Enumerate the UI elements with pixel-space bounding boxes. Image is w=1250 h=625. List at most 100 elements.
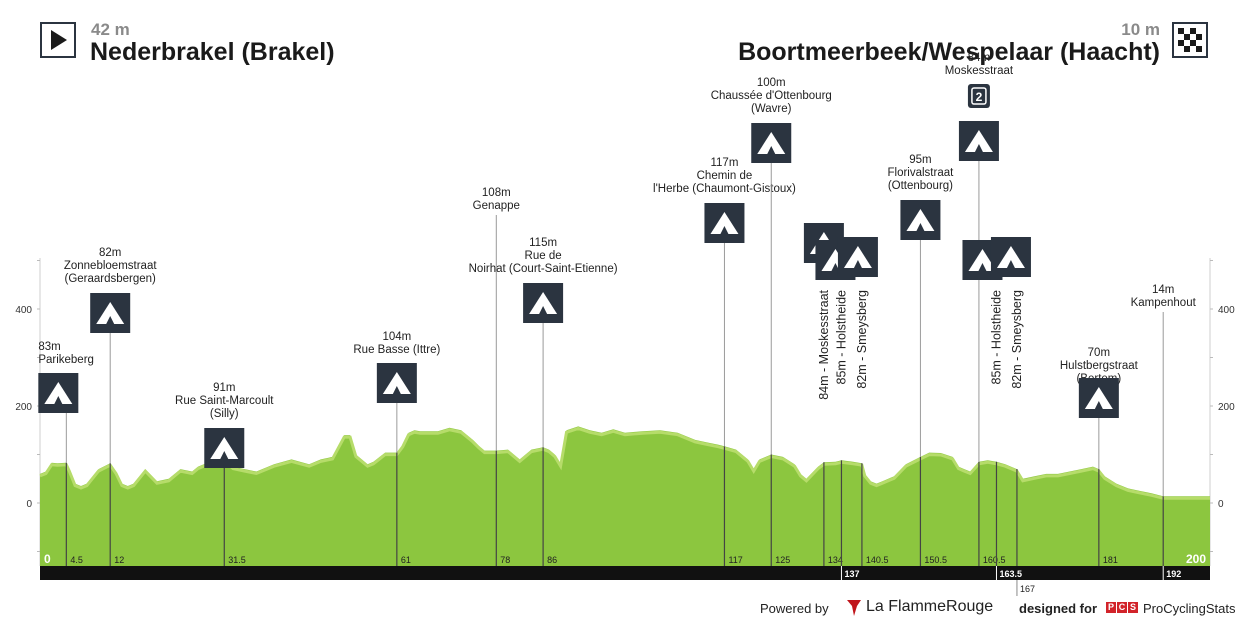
elevation-profile-highlight xyxy=(39,426,1210,500)
climb-icon-peak-notch xyxy=(853,260,862,268)
start-elevation: 42 m xyxy=(91,20,130,39)
km-marker-label: 150.5 xyxy=(924,555,947,565)
distance-start-label: 0 xyxy=(44,552,51,566)
vertical-climb-label: 84m - Moskesstraat xyxy=(817,289,831,399)
vertical-climb-label: 85m - Holstheide xyxy=(834,290,848,385)
climb-icon-peak-notch xyxy=(1006,260,1015,268)
pcs-logo-letter: P xyxy=(1106,602,1116,613)
km-marker-label: 86 xyxy=(547,555,557,565)
climb-name-label: Moskesstraat xyxy=(945,65,1014,77)
climb-elevation-label: 104m xyxy=(382,331,411,343)
km-marker-label: 181 xyxy=(1103,555,1118,565)
climb-icon-peak-notch xyxy=(720,226,729,234)
category-badge-frame xyxy=(971,87,987,105)
finish-flag-icon xyxy=(1172,22,1208,58)
climb-icon-peak-notch xyxy=(54,396,63,404)
climb-elevation-label: 83m xyxy=(38,341,60,353)
y-tick-label-left: 200 xyxy=(15,402,32,413)
start-play-icon xyxy=(40,22,76,58)
climb-icon-peak xyxy=(210,437,239,459)
climb-icon-peak-notch xyxy=(831,263,840,271)
climb-icon-peak xyxy=(843,246,872,268)
km-marker-label: 163.5 xyxy=(999,569,1022,579)
pcs-logo-letter: C xyxy=(1117,602,1127,613)
climb-name-label: Genappe xyxy=(473,200,520,212)
climb-icon-peak-notch xyxy=(539,306,548,314)
climb-elevation-label: 14m xyxy=(1152,284,1174,296)
climb-elevation-label: 100m xyxy=(757,77,786,89)
climb-name-label: Parikeberg xyxy=(38,354,94,366)
flammerouge-logo-icon xyxy=(844,598,864,623)
y-tick-label-right: 0 xyxy=(1218,499,1224,510)
start-location: Nederbrakel (Brakel) xyxy=(90,38,335,66)
finish-location: Boortmeerbeek/Wespelaar (Haacht) xyxy=(738,38,1160,66)
climb-name-label: Noirhat (Court-Saint-Etienne) xyxy=(469,263,618,275)
climb-icon-peak xyxy=(964,130,993,152)
finish-elevation: 10 m xyxy=(1121,20,1160,39)
distance-bar xyxy=(40,566,1210,580)
vertical-climb-label: 82m - Smeysberg xyxy=(855,290,869,389)
km-marker-label: 78 xyxy=(500,555,510,565)
climb-elevation-label: 84m xyxy=(968,52,990,64)
km-marker-label: 125 xyxy=(775,555,790,565)
pcs-logo-icon: P C S xyxy=(1106,602,1138,613)
km-marker-label: 31.5 xyxy=(228,555,246,565)
climb-name-label: Chemin de xyxy=(697,170,753,182)
climb-elevation-label: 91m xyxy=(213,382,235,394)
climb-name-label: (Silly) xyxy=(210,408,239,420)
climb-name-label: (Ottenbourg) xyxy=(888,180,953,192)
km-marker-label: 192 xyxy=(1166,569,1181,579)
climb-icon-peak xyxy=(382,372,411,394)
category-badge-label: 2 xyxy=(976,90,983,104)
km-marker-label: 160.5 xyxy=(983,555,1006,565)
climb-icon-peak xyxy=(906,209,935,231)
y-tick-label-left: 400 xyxy=(15,305,32,316)
vertical-climb-label: 85m - Holstheide xyxy=(989,290,1003,385)
km-marker-label: 61 xyxy=(401,555,411,565)
distance-total-label: 200 xyxy=(1186,552,1206,566)
km-marker-label: 137 xyxy=(844,569,859,579)
km-marker-label: 140.5 xyxy=(866,555,889,565)
climb-icon-peak xyxy=(44,382,73,404)
km-marker-label: 167 xyxy=(1020,584,1035,594)
km-marker-label: 4.5 xyxy=(70,555,83,565)
climb-icon-peak-notch xyxy=(978,263,987,271)
climb-icon-peak xyxy=(710,212,739,234)
climb-name-label: l'Herbe (Chaumont-Gistoux) xyxy=(653,183,796,195)
climb-name-label: Hulstbergstraat xyxy=(1060,360,1139,372)
km-marker-label: 117 xyxy=(728,555,742,565)
climb-name-label: (Wavre) xyxy=(751,103,792,115)
flammerouge-brand: La FlammeRouge xyxy=(866,598,994,615)
vertical-climb-label: 82m - Smeysberg xyxy=(1010,290,1024,389)
climb-icon-peak-notch xyxy=(974,144,983,152)
climb-name-label: Zonnebloemstraat xyxy=(64,260,157,272)
climb-name-label: (Geraardsbergen) xyxy=(64,273,156,285)
y-tick-label-right: 400 xyxy=(1218,305,1235,316)
climb-elevation-label: 117m xyxy=(710,157,738,169)
y-tick-label-left: 0 xyxy=(26,499,32,510)
powered-by-text: Powered by xyxy=(760,601,829,616)
climb-name-label: Kampenhout xyxy=(1131,297,1197,309)
climb-icon-peak xyxy=(996,246,1025,268)
climb-elevation-label: 82m xyxy=(99,247,121,259)
climb-icon-peak xyxy=(529,292,558,314)
km-marker-label: 134 xyxy=(828,555,843,565)
pcs-site-name: ProCyclingStats xyxy=(1143,601,1236,616)
km-marker-label: 12 xyxy=(114,555,124,565)
climb-elevation-label: 70m xyxy=(1088,347,1110,359)
climb-name-label: Rue Basse (Ittre) xyxy=(353,344,440,356)
climb-name-label: Rue Saint-Marcoult xyxy=(175,395,274,407)
climb-name-label: Chaussée d'Ottenbourg xyxy=(711,90,832,102)
designed-for-text: designed for xyxy=(1019,601,1098,616)
climb-icon-peak-notch xyxy=(916,223,925,231)
climb-name-label: Rue de xyxy=(525,250,562,262)
climb-icon-peak-notch xyxy=(392,386,401,394)
y-tick-label-right: 200 xyxy=(1218,402,1235,413)
category-badge xyxy=(967,84,990,108)
climb-icon-peak-notch xyxy=(1094,401,1103,409)
climb-elevation-label: 95m xyxy=(909,154,931,166)
climb-icon-peak xyxy=(1084,387,1113,409)
climb-icon-peak xyxy=(968,249,997,271)
